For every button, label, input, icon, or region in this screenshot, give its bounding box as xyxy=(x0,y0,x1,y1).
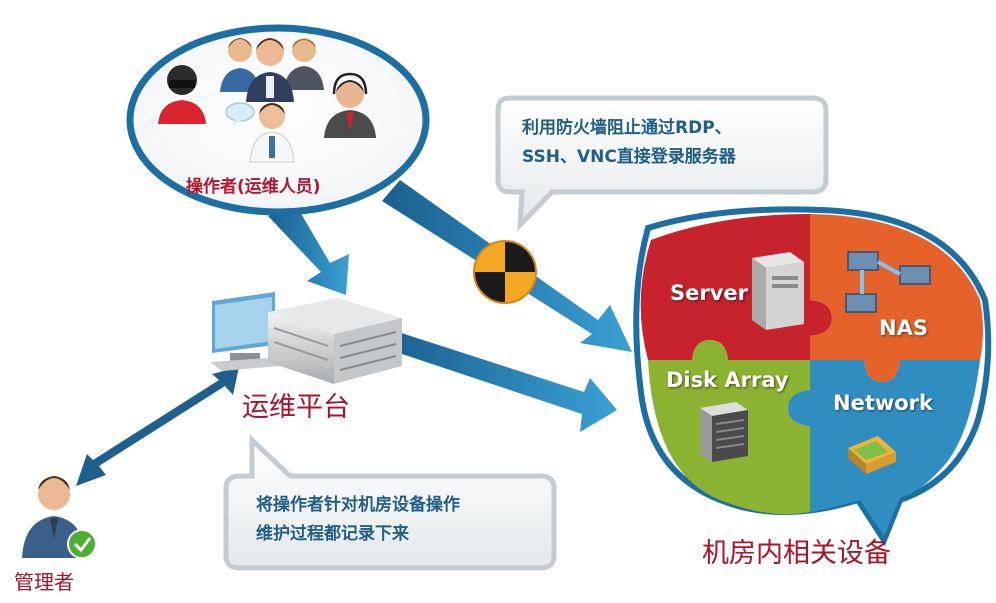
person-icon xyxy=(284,38,324,90)
server-tower-icon xyxy=(752,252,804,330)
person-icon xyxy=(246,38,294,102)
firewall-icon xyxy=(473,240,537,304)
chip-icon xyxy=(848,436,896,474)
firewall-note-line1: 利用防火墙阻止通过RDP、 xyxy=(522,118,732,138)
devices-label: 机房内相关设备 xyxy=(702,538,891,569)
audit-note-line2: 维护过程都记录下来 xyxy=(256,524,409,544)
firewall-note-bubble xyxy=(495,95,829,232)
chat-bubble-icon xyxy=(225,102,255,126)
network-switch-icon xyxy=(845,251,931,313)
puzzle-piece-nas xyxy=(810,214,983,382)
computer-icon xyxy=(210,292,280,371)
server-tower-icon xyxy=(268,298,402,384)
headset-icon xyxy=(324,72,376,138)
audit-note-line1: 将操作者针对机房设备操作 xyxy=(256,495,460,515)
disk-array-piece-label: Disk Array xyxy=(666,368,789,392)
arrow-platform-to-devices xyxy=(384,330,617,432)
audit-note-bubble xyxy=(223,434,557,571)
manager-label: 管理者 xyxy=(14,570,74,594)
server-piece-label: Server xyxy=(670,281,749,305)
platform-label: 运维平台 xyxy=(242,392,350,423)
person-icon xyxy=(249,103,295,163)
nas-piece-label: NAS xyxy=(879,316,928,340)
arrow-operator-to-platform xyxy=(268,205,349,295)
operator-label: 操作者(运维人员) xyxy=(186,177,321,197)
firewall-note-text: 利用防火墙阻止通过RDP、 SSH、VNC直接登录服务器 xyxy=(522,114,736,172)
checkmark-icon xyxy=(67,529,97,559)
arrow-platform-to-manager xyxy=(76,367,239,486)
disk-array-icon xyxy=(700,402,748,462)
person-icon xyxy=(158,65,206,124)
firewall-note-line2: SSH、VNC直接登录服务器 xyxy=(522,147,736,167)
audit-note-text: 将操作者针对机房设备操作 维护过程都记录下来 xyxy=(256,491,460,549)
operator-cloud xyxy=(126,24,430,216)
network-piece-label: Network xyxy=(833,391,934,415)
